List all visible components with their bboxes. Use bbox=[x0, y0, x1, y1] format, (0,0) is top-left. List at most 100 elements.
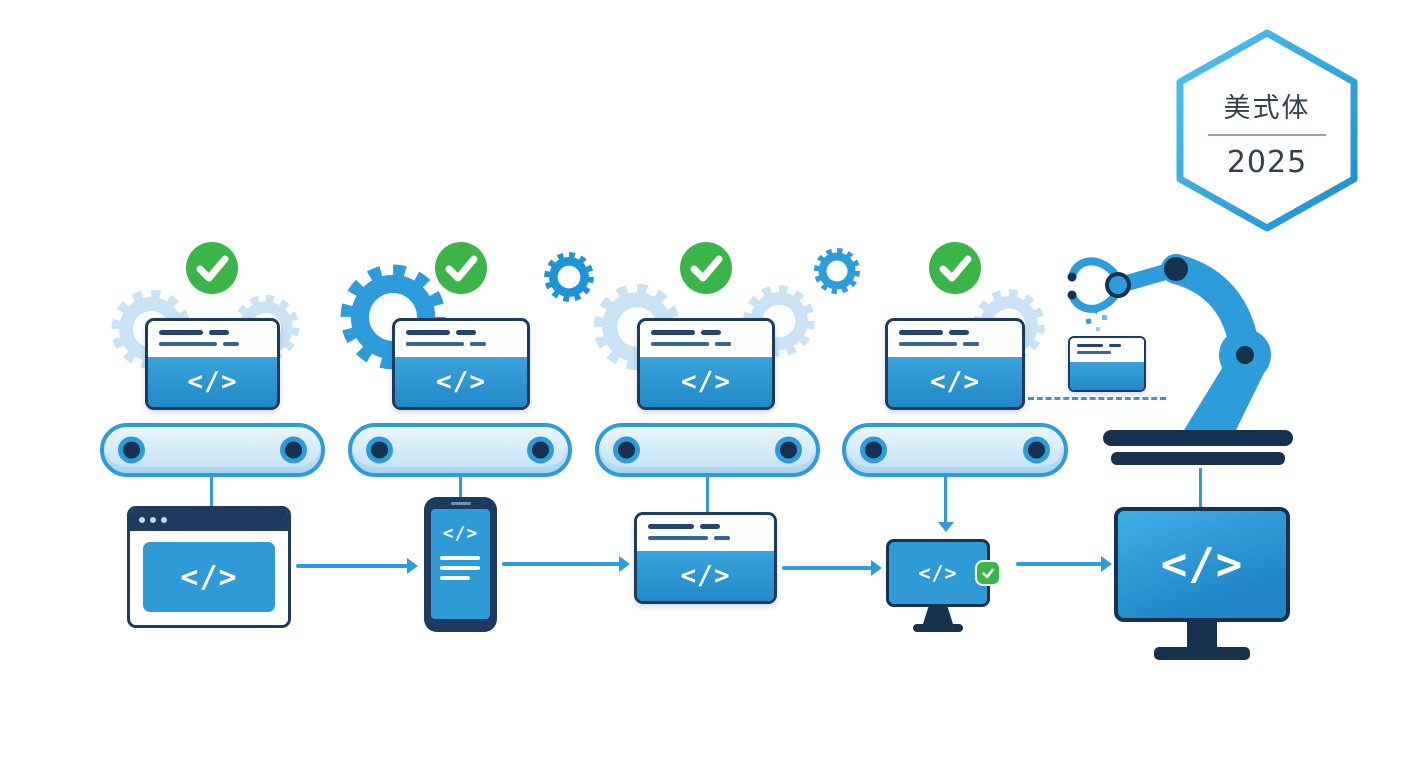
belt-roller bbox=[280, 436, 307, 464]
text-line bbox=[456, 330, 476, 335]
connector-arrow-down bbox=[944, 477, 947, 523]
text-line bbox=[1077, 344, 1103, 347]
text-line bbox=[701, 330, 721, 335]
text-line bbox=[651, 342, 709, 346]
connector-line bbox=[459, 477, 462, 497]
text-line bbox=[159, 342, 217, 346]
text-line bbox=[963, 342, 979, 346]
monitor-code-screen: </> bbox=[886, 539, 1001, 607]
check-icon bbox=[186, 242, 238, 294]
mini-code-card bbox=[1068, 336, 1146, 392]
window-dot bbox=[139, 517, 145, 523]
gear-icon bbox=[542, 250, 596, 304]
hexagon-frame bbox=[1176, 29, 1358, 232]
year-badge: 美式体 2025 bbox=[1172, 28, 1362, 233]
code-symbol: </> bbox=[180, 559, 238, 595]
card-text-lines bbox=[148, 321, 277, 358]
card-text-lines bbox=[1070, 338, 1144, 362]
code-file-card: </> bbox=[392, 318, 530, 410]
text-line bbox=[1077, 351, 1111, 354]
belt-roller bbox=[860, 436, 887, 464]
text-line bbox=[700, 524, 720, 529]
window-dot bbox=[161, 517, 167, 523]
conveyor-belt bbox=[842, 423, 1068, 477]
window-dot bbox=[150, 517, 156, 523]
connector-line bbox=[706, 477, 709, 512]
text-line bbox=[648, 536, 708, 540]
flow-arrow-right bbox=[782, 566, 872, 570]
text-line bbox=[714, 536, 730, 540]
check-icon bbox=[435, 242, 487, 294]
text-line bbox=[470, 342, 486, 346]
text-line bbox=[1109, 344, 1121, 347]
flow-arrow-right bbox=[296, 564, 408, 568]
code-symbol: </> bbox=[187, 367, 238, 398]
monitor-base bbox=[1154, 647, 1250, 660]
check-icon bbox=[680, 242, 732, 294]
conveyor-belt bbox=[595, 423, 820, 477]
code-symbol: </> bbox=[436, 367, 486, 398]
card-text-lines bbox=[888, 321, 1022, 358]
browser-code-screen: </> bbox=[143, 542, 275, 612]
phone-text-lines bbox=[431, 556, 480, 580]
browser-titlebar bbox=[130, 509, 288, 531]
connector-line bbox=[210, 477, 213, 506]
monitor-base bbox=[913, 624, 963, 632]
card-text-lines bbox=[637, 515, 774, 552]
phone-code-screen: </> bbox=[431, 509, 490, 619]
code-symbol: </> bbox=[680, 561, 731, 592]
belt-roller bbox=[1023, 436, 1050, 464]
monitor-stand bbox=[1187, 622, 1217, 647]
text-line bbox=[440, 576, 470, 580]
text-line bbox=[406, 342, 464, 346]
code-symbol: </> bbox=[681, 367, 731, 398]
dashed-connector bbox=[1028, 397, 1166, 400]
large-monitor: </> bbox=[1114, 507, 1290, 660]
conveyor-belt bbox=[348, 423, 572, 477]
text-line bbox=[899, 342, 957, 346]
text-line bbox=[406, 330, 450, 335]
code-symbol: </> bbox=[1160, 539, 1244, 590]
browser-window: </> bbox=[127, 506, 291, 628]
belt-roller bbox=[775, 436, 802, 464]
text-line bbox=[715, 342, 731, 346]
text-line bbox=[223, 342, 239, 346]
card-text-lines bbox=[640, 321, 772, 358]
code-symbol: </> bbox=[442, 523, 479, 544]
connector-line bbox=[1199, 468, 1202, 507]
conveyor-belt bbox=[100, 423, 325, 477]
monitor-stand bbox=[923, 607, 953, 624]
belt-roller bbox=[118, 436, 145, 464]
check-icon bbox=[929, 242, 981, 294]
code-file-card: </> bbox=[634, 512, 777, 604]
flow-arrow-right bbox=[502, 562, 620, 566]
belt-roller bbox=[366, 436, 393, 464]
text-line bbox=[648, 524, 694, 529]
code-file-card: </> bbox=[145, 318, 280, 410]
gear-icon bbox=[812, 246, 862, 296]
text-line bbox=[899, 330, 943, 335]
belt-roller bbox=[527, 436, 554, 464]
badge-year: 2025 bbox=[1226, 144, 1308, 180]
monitor-code-screen: </> bbox=[1114, 507, 1290, 622]
text-line bbox=[651, 330, 695, 335]
text-line bbox=[209, 330, 229, 335]
text-line bbox=[440, 566, 480, 570]
code-symbol: </> bbox=[918, 561, 958, 585]
check-icon bbox=[982, 568, 994, 579]
smartphone: </> bbox=[424, 497, 497, 632]
flow-arrow-right bbox=[1016, 562, 1102, 566]
code-file-card: </> bbox=[637, 318, 775, 410]
text-line bbox=[440, 556, 480, 560]
belt-roller bbox=[613, 436, 640, 464]
text-line bbox=[159, 330, 203, 335]
badge-divider bbox=[1208, 133, 1326, 136]
monitor-with-check: </> bbox=[886, 539, 1001, 632]
code-file-card: </> bbox=[885, 318, 1025, 410]
code-symbol: </> bbox=[930, 367, 980, 398]
card-text-lines bbox=[395, 321, 527, 358]
robot-arm bbox=[1067, 254, 1293, 465]
check-badge bbox=[975, 560, 1001, 586]
text-line bbox=[949, 330, 969, 335]
